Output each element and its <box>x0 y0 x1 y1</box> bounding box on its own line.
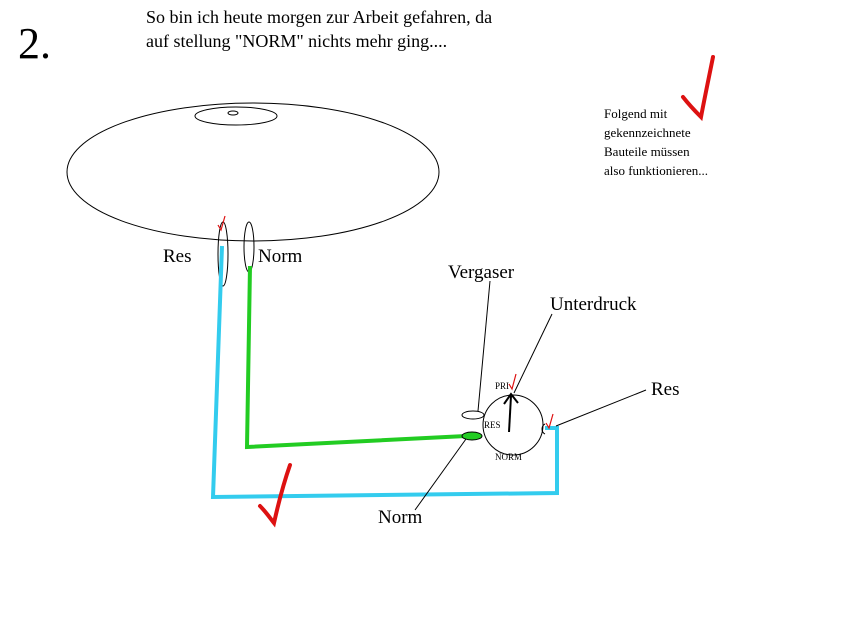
norm-leader-line <box>414 438 467 511</box>
fuel-tap-arrow-icon <box>503 392 519 405</box>
small-checkmark-icon <box>217 215 226 232</box>
valve-label-res: RES <box>484 420 501 430</box>
large-checkmark-icon <box>681 55 715 122</box>
normal-fuel-line <box>244 265 467 450</box>
res-leader-line <box>555 389 647 427</box>
norm-port <box>461 431 483 441</box>
small-checkmark-icon <box>508 373 517 391</box>
fuel-tap-lever <box>508 395 512 433</box>
title-line-1: So bin ich heute morgen zur Arbeit gefah… <box>146 7 493 27</box>
label-norm-tap: Norm <box>378 507 423 528</box>
fuel-tank <box>66 102 440 242</box>
reserve-fuel-line <box>210 245 559 500</box>
vergaser-leader-line <box>477 280 491 412</box>
note-line-3: Bauteile müssen <box>604 144 690 159</box>
note-line-2: gekennzeichnete <box>604 125 691 140</box>
norm-outlet-tube <box>243 221 255 273</box>
large-checkmark-icon <box>258 463 292 528</box>
unterdruck-leader-line <box>513 313 553 394</box>
label-unterdruck: Unterdruck <box>550 294 637 315</box>
title-line-2: auf stellung "NORM" nichts mehr ging.... <box>146 31 448 51</box>
valve-label-pri: PRI <box>495 381 510 391</box>
vergaser-port <box>461 410 485 420</box>
note-line-1: Folgend mit <box>604 106 668 121</box>
note-line-4: also funktionieren... <box>604 163 708 178</box>
tank-cap-center <box>227 110 239 116</box>
res-port <box>541 423 546 435</box>
valve-label-norm: NORM <box>495 452 523 462</box>
small-checkmark-icon <box>545 413 554 430</box>
label-res-tap: Res <box>651 379 680 400</box>
tank-cap <box>194 106 278 126</box>
label-vergaser: Vergaser <box>448 262 515 283</box>
step-number: 2. <box>18 19 51 68</box>
label-res-tank: Res <box>163 246 192 267</box>
label-norm-tank: Norm <box>258 246 303 267</box>
